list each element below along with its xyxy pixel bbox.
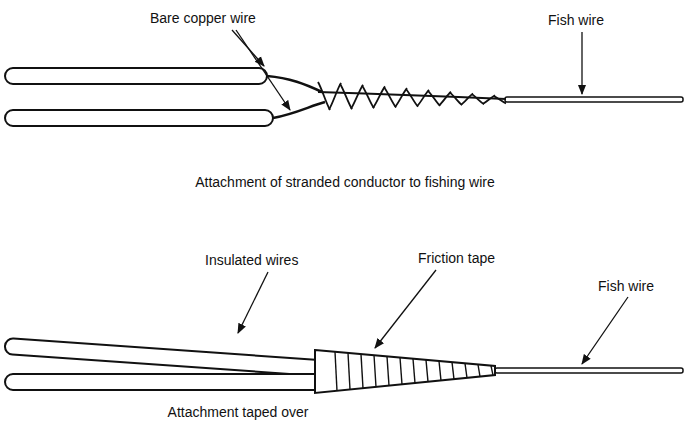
insulated-wire (5, 110, 273, 126)
figure-caption: Attachment taped over (168, 404, 309, 420)
twist-stroke (406, 89, 418, 107)
leader-arrow (236, 30, 290, 110)
twist-stroke (428, 91, 440, 106)
bare-copper-wire (273, 102, 325, 118)
part-label: Insulated wires (205, 252, 298, 268)
twist-stroke (373, 86, 385, 108)
twist-stroke (395, 88, 407, 107)
insulated-wire (4, 338, 326, 376)
tape-wraps (335, 352, 493, 391)
friction-tape (315, 350, 495, 393)
insulated-wire (5, 374, 323, 390)
twisted-joint (318, 82, 506, 110)
bare-copper-wire (267, 76, 322, 92)
twist-stroke (362, 86, 374, 109)
insulated-wire (5, 68, 267, 84)
tape-wrap (478, 364, 480, 376)
fish-wire (495, 368, 683, 373)
twist-stroke (351, 85, 363, 109)
leader-arrow (238, 272, 268, 333)
tape-wrap (348, 353, 350, 390)
twist-stroke (329, 83, 341, 110)
leader-arrow (581, 32, 582, 94)
twist-stroke (450, 93, 462, 105)
part-label: Fish wire (598, 278, 654, 294)
tape-wrap (491, 366, 493, 376)
tape-wrap (387, 356, 389, 385)
twist-stroke (417, 90, 429, 106)
tape-wrap (413, 359, 415, 383)
twist-core (318, 92, 506, 99)
part-label: Fish wire (548, 12, 604, 28)
twist-stroke (318, 82, 330, 110)
twist-stroke (483, 95, 495, 104)
tape-wrap (335, 352, 337, 391)
tape-wrap (439, 361, 441, 381)
fish-wire (505, 97, 683, 102)
twist-stroke (384, 87, 396, 107)
tape-wrap (426, 360, 428, 382)
tape-wrap (374, 355, 376, 387)
twist-stroke (439, 92, 451, 106)
twist-stroke (461, 93, 473, 104)
tape-wrap (400, 358, 402, 385)
figure-caption: Attachment of stranded conductor to fish… (195, 174, 495, 190)
part-label: Bare copper wire (150, 10, 256, 26)
tape-wrap (452, 362, 454, 379)
tape-wrap (361, 354, 363, 388)
leader-arrow (582, 297, 628, 364)
tape-wrap (465, 363, 467, 378)
twist-stroke (472, 94, 484, 104)
twist-stroke (340, 84, 352, 109)
leader-arrow (375, 270, 436, 348)
part-label: Friction tape (418, 250, 495, 266)
